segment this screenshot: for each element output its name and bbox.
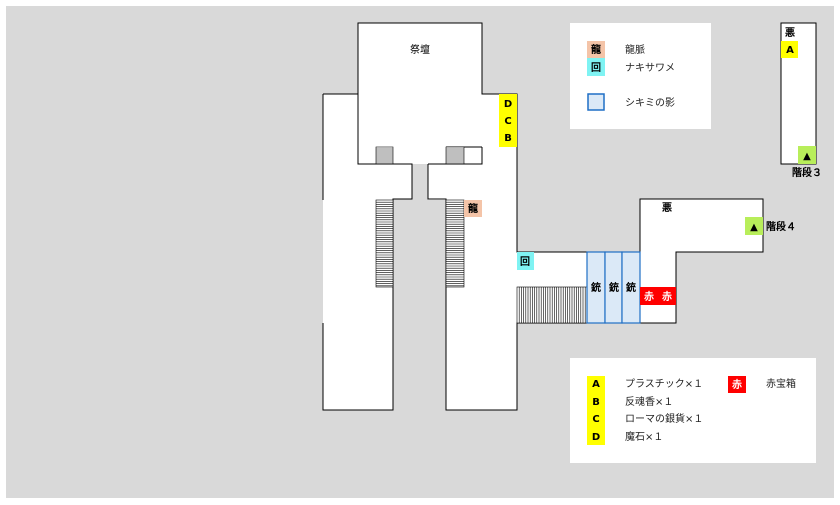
legend-c-symbol: C — [592, 414, 599, 425]
nakisawame-icon — [587, 58, 605, 76]
dragon-vein-marker-bg — [464, 200, 482, 217]
item-marker-c: C — [504, 116, 511, 127]
legend-shadow-label: シキミの影 — [625, 97, 675, 109]
nakisawame-marker-bg — [517, 252, 534, 270]
stair-hatches — [375, 146, 588, 324]
stairs-left-hall — [375, 199, 394, 288]
legend-a-label: プラスチック×１ — [625, 378, 703, 390]
left-hall-wall — [322, 93, 413, 411]
gun-label-3: 銃 — [626, 281, 636, 294]
legend-items-bar — [587, 376, 605, 445]
legend-b-symbol: B — [592, 397, 600, 408]
evil-right-label: 悪 — [662, 202, 672, 214]
gun-cells: 銃 銃 銃 — [586, 251, 641, 324]
dragon-vein-icon — [587, 41, 605, 58]
east-room-upper — [640, 199, 763, 252]
red-chest-1: 赤 — [644, 290, 654, 303]
legend-dragon-label: 龍脈 — [625, 43, 645, 56]
stairs-4-label: 階段４ — [766, 220, 796, 233]
legend-d-symbol: D — [592, 432, 600, 443]
item-marker-b: B — [504, 133, 512, 144]
legend-a-symbol: A — [592, 379, 600, 390]
legend-chest-symbol: 赤 — [732, 378, 742, 391]
legend-dragon-symbol: 龍 — [591, 43, 601, 56]
evil-top-label: 悪 — [785, 27, 795, 39]
item-marker-a: A — [786, 45, 794, 56]
stairs-altar-left — [375, 146, 394, 165]
legend-b-label: 反魂香×１ — [625, 395, 673, 408]
item-marker-d: D — [504, 99, 512, 110]
dragon-vein-marker: 龍 — [468, 202, 478, 215]
gun-label-2: 銃 — [609, 281, 619, 294]
stairs-altar-right — [445, 146, 465, 165]
stairs-4-marker-bg — [745, 217, 763, 235]
stairs-right-hall — [445, 199, 465, 288]
stairs-3-marker-bg — [798, 146, 816, 164]
stairs-3-icon: ▲ — [803, 151, 811, 162]
red-chest-bg — [640, 287, 676, 305]
gun-label-1: 銃 — [591, 281, 601, 294]
item-column-dcb: D C B — [499, 94, 517, 147]
legend-chest-label: 赤宝箱 — [766, 377, 796, 390]
stairs-4-icon: ▲ — [750, 222, 758, 233]
legend-top: 龍 龍脈 回 ナキサワメ シキミの影 — [570, 23, 711, 129]
item-marker-a-group: A — [781, 41, 798, 58]
legend-d-label: 魔石×１ — [625, 430, 663, 443]
red-chest-icon — [728, 376, 746, 393]
right-hall-notch — [428, 164, 517, 200]
nakisawame-marker: 回 — [520, 256, 530, 268]
stairs-east-corridor — [516, 286, 588, 324]
left-hall-notch — [393, 164, 412, 199]
altar-label: 祭壇 — [410, 43, 430, 56]
legend-bottom: A B C D プラスチック×１ 反魂香×１ ローマの銀貨×１ 魔石×１ 赤 赤… — [570, 358, 816, 463]
legend-nakisawame-label: ナキサワメ — [625, 62, 675, 74]
red-chest-2: 赤 — [662, 290, 672, 303]
shadow-box-icon — [587, 93, 605, 111]
legend-c-label: ローマの銀貨×１ — [625, 412, 703, 425]
legend-nakisawame-symbol: 回 — [591, 62, 601, 74]
stairs-3-label: 階段３ — [792, 166, 822, 179]
